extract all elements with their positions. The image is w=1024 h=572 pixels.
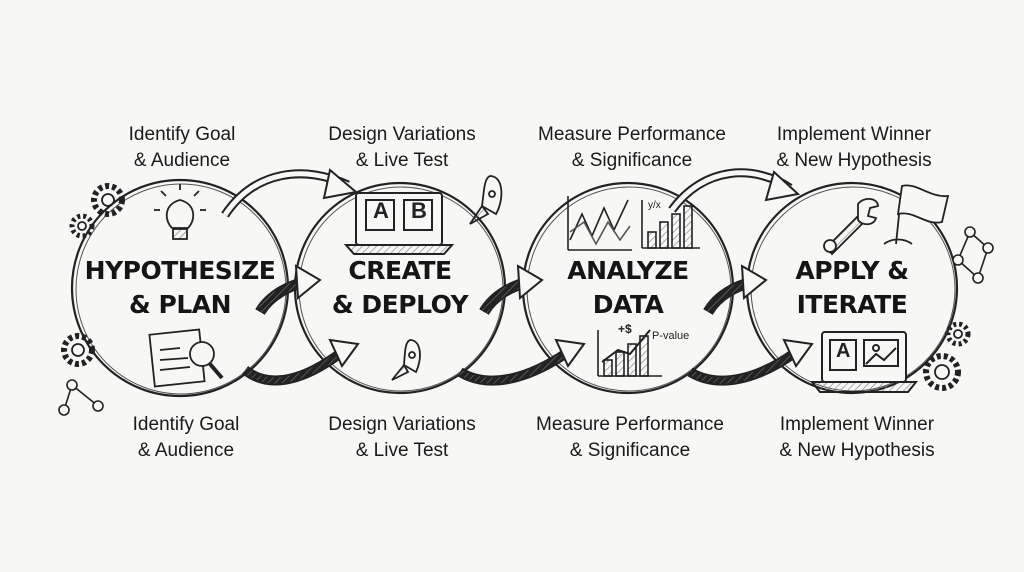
rocket-icon (469, 175, 503, 225)
variant-a-label: A (373, 198, 389, 223)
rocket-icon (391, 339, 421, 381)
top-caption-apply: Implement Winner& New Hypothesis (776, 124, 932, 171)
network-nodes-icon (952, 226, 994, 284)
top-caption-create: Design Variations& Live Test (328, 124, 476, 171)
top-caption-hypothesize: Identify Goal& Audience (128, 124, 236, 171)
bar-chart-icon (641, 200, 700, 249)
gears-icon (923, 321, 971, 391)
bottom-arrow-3-4 (687, 338, 814, 386)
gears-icon (61, 183, 125, 367)
laptop-a-icon (809, 331, 919, 393)
stage-title-apply: APPLY &ITERATE (795, 256, 909, 319)
bottom-caption-apply: Implement Winner& New Hypothesis (779, 414, 935, 461)
wrench-icon (823, 198, 879, 256)
lightbulb-icon (154, 184, 206, 240)
report-magnifier-icon (148, 328, 224, 388)
variant-b-label: B (411, 198, 427, 223)
bottom-caption-create: Design Variations& Live Test (328, 414, 476, 461)
bottom-arrow-1-2 (241, 338, 360, 386)
network-nodes-icon (58, 379, 104, 416)
top-arrow-3-4 (668, 168, 801, 213)
top-arrow-1-2 (221, 168, 359, 218)
dollar-label: +$ (618, 322, 632, 336)
bottom-caption-hypothesize: Identify Goal& Audience (132, 414, 240, 461)
top-caption-analyze: Measure Performance& Significance (538, 124, 726, 171)
winner-variant-label: A (836, 340, 851, 362)
stage-title-hypothesize: HYPOTHESIZE& PLAN (84, 256, 276, 319)
bottom-caption-analyze: Measure Performance& Significance (536, 414, 724, 461)
p-value-label: P-value (652, 330, 690, 342)
line-chart-icon (567, 196, 632, 251)
bottom-arrow-2-3 (457, 338, 586, 386)
formula-label: y/x (648, 200, 661, 211)
mid-arrow-3-4 (703, 264, 768, 316)
laptop-ab-icon (343, 192, 455, 255)
mid-arrow-1-2 (255, 264, 322, 316)
mid-arrow-2-3 (479, 264, 544, 316)
growth-chart-icon (597, 329, 662, 377)
stage-title-create: CREATE& DEPLOY (331, 256, 469, 319)
flag-icon (883, 184, 950, 245)
